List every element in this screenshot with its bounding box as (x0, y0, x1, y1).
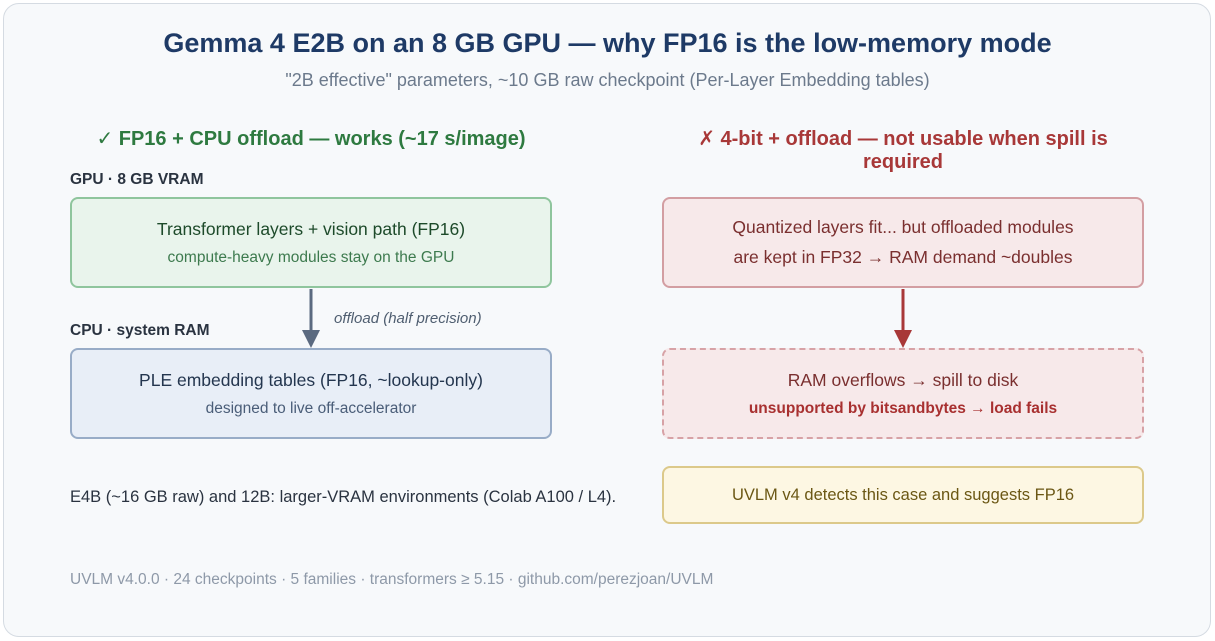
fp16-column-heading: ✓ FP16 + CPU offload — works (~17 s/imag… (96, 128, 526, 150)
gpu-transformer-box: Transformer layers + vision path (FP16) … (70, 197, 552, 288)
hint-box-text: UVLM v4 detects this case and suggests F… (731, 485, 1075, 504)
cpu-ple-box: PLE embedding tables (FP16, ~lookup-only… (70, 348, 552, 439)
quantized-layers-box: Quantized layers fit... but offloaded mo… (662, 197, 1144, 288)
diagram-frame (3, 3, 1211, 637)
gpu-section-label: GPU · 8 GB VRAM (70, 171, 204, 188)
4bit-column-heading: ✗ 4-bit + offload — not usable when spil… (698, 128, 1108, 173)
diagram-title: Gemma 4 E2B on an 8 GB GPU — why FP16 is… (163, 28, 1052, 58)
offload-arrow-label: offload (half precision) (334, 310, 482, 327)
diagram-subtitle: "2B effective" parameters, ~10 GB raw ch… (285, 70, 930, 90)
cpu-box-caption: designed to live off-accelerator (205, 399, 417, 417)
footer-info: UVLM v4.0.0 · 24 checkpoints · 5 familie… (70, 571, 714, 588)
uvlm-hint-box: UVLM v4 detects this case and suggests F… (662, 466, 1144, 524)
gpu-box-title: Transformer layers + vision path (FP16) (156, 218, 466, 239)
quant-box-line1: Quantized layers fit... but offloaded mo… (732, 217, 1074, 237)
spill-box-warning: unsupported by bitsandbytes → load fails (748, 399, 1058, 417)
larger-models-note: E4B (~16 GB raw) and 12B: larger-VRAM en… (70, 488, 617, 506)
ram-spill-box: RAM overflows → spill to disk unsupporte… (662, 348, 1144, 439)
fp32-overflow-arrow (894, 289, 912, 348)
quant-box-line2: are kept in FP32 → RAM demand ~doubles (733, 247, 1073, 267)
cpu-section-label: CPU · system RAM (70, 322, 210, 339)
gpu-box-caption: compute-heavy modules stay on the GPU (167, 248, 455, 266)
offload-arrow (302, 289, 320, 348)
cpu-box-title: PLE embedding tables (FP16, ~lookup-only… (139, 369, 483, 390)
spill-box-title: RAM overflows → spill to disk (787, 369, 1019, 390)
